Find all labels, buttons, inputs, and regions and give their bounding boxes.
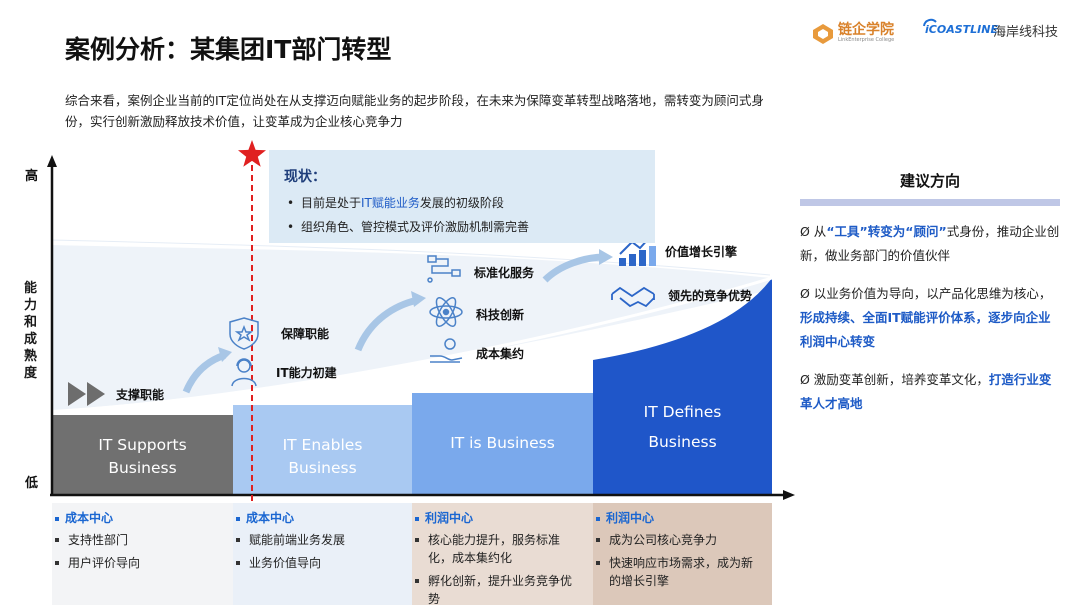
icoastline-logo: iCOASTLINE 海岸线科技	[923, 18, 1065, 42]
linkq-logo: 链企学院 LinkEnterprise College	[812, 19, 907, 49]
stage-box-enables	[233, 405, 412, 495]
linkq-logo-icon	[813, 24, 833, 44]
icoastline-arc-icon	[923, 18, 937, 27]
item-tech: 科技创新	[476, 308, 525, 322]
y-axis-low-label: 低	[25, 476, 39, 491]
list-item: 成为公司核心竞争力	[596, 531, 759, 549]
bottom-col-heading: 利润中心	[596, 509, 654, 526]
y-axis-title: 能力和成熟度	[24, 281, 38, 381]
callout-line-1: •目前是处于IT赋能业务发展的初级阶段	[287, 196, 504, 210]
item-guarantee: 保障职能	[281, 327, 330, 341]
list-item: 业务价值导向	[236, 554, 345, 572]
bottom-col-3: 利润中心 核心能力提升，服务标准化，成本集约化 孵化创新，提升业务竞争优势	[412, 503, 593, 608]
linkq-logo-sub: LinkEnterprise College	[838, 37, 895, 43]
person-icon	[231, 358, 257, 387]
hand-coin-icon	[430, 338, 463, 363]
bottom-col-2: 成本中心 赋能前端业务发展 业务价值导向	[233, 503, 412, 605]
suggestion-point-1: Ø 从“工具”转变为“顾问”式身份，推动企业创新，做业务部门的价值伙伴	[800, 224, 1060, 263]
bottom-col-heading: 成本中心	[55, 509, 113, 526]
list-item: 孵化创新，提升业务竞争优势	[415, 572, 580, 608]
callout-highlight: IT赋能业务	[361, 196, 420, 210]
stage-label-is: IT is Business	[450, 434, 555, 452]
item-standard: 标准化服务	[474, 266, 535, 280]
y-axis-high-label: 高	[25, 169, 39, 184]
item-lead: 领先的竞争优势	[668, 289, 753, 303]
handshake-icon	[611, 286, 655, 308]
linkq-logo-name: 链企学院	[838, 22, 894, 38]
icoastline-name: 海岸线科技	[993, 25, 1059, 40]
item-growth: 价值增长引擎	[665, 245, 738, 259]
suggestion-point-3: Ø 激励变革创新，培养变革文化，打造行业变革人才高地	[800, 372, 1052, 411]
item-support: 支撑职能	[116, 388, 165, 402]
play-double-icon	[68, 382, 105, 406]
stage-box-defines	[593, 278, 772, 495]
suggestion-point-2: Ø 以业务价值为导向，以产品化思维为核心，形成持续、全面IT赋能评价体系，逐步向…	[800, 286, 1052, 349]
flow-icon	[427, 255, 461, 283]
intro-paragraph: 综合来看，案例企业当前的IT定位尚处在从支撑迈向赋能业务的起步阶段，在未来为保障…	[65, 93, 764, 129]
shield-star-icon	[229, 317, 259, 350]
page-title: 案例分析：某集团IT部门转型	[65, 35, 392, 64]
status-callout: 现状： •目前是处于IT赋能业务发展的初级阶段 •组织角色、管控模式及评价激励机…	[269, 150, 655, 243]
bottom-col-heading: 利润中心	[415, 509, 473, 526]
bottom-col-1: 成本中心 支持性部门 用户评价导向	[52, 503, 233, 605]
list-item: 用户评价导向	[55, 554, 140, 572]
callout-line-2: •组织角色、管控模式及评价激励机制需完善	[287, 220, 530, 234]
callout-heading: 现状：	[284, 169, 326, 185]
list-item: 核心能力提升，服务标准化，成本集约化	[415, 531, 580, 567]
item-initial: IT能力初建	[276, 366, 337, 380]
suggestion-panel: 建议方向 Ø 从“工具”转变为“顾问”式身份，推动企业创新，做业务部门的价值伙伴…	[800, 170, 1060, 416]
suggestion-title-bar	[800, 199, 1060, 206]
red-star-icon	[238, 140, 266, 167]
progress-arrow-2	[354, 296, 419, 352]
suggestion-title: 建议方向	[899, 172, 960, 190]
bottom-col-heading: 成本中心	[236, 509, 294, 526]
list-item: 快速响应市场需求，成为新的增长引擎	[596, 554, 759, 590]
atom-icon	[429, 297, 463, 327]
stage-box-supports	[52, 415, 233, 495]
icoastline-brand: iCOASTLINE	[925, 23, 998, 36]
background-curve-band	[52, 245, 770, 410]
list-item: 支持性部门	[55, 531, 140, 549]
item-cost: 成本集约	[476, 347, 525, 361]
bottom-col-4: 利润中心 成为公司核心竞争力 快速响应市场需求，成为新的增长引擎	[593, 503, 772, 605]
list-item: 赋能前端业务发展	[236, 531, 345, 549]
stage-box-is	[412, 393, 593, 495]
